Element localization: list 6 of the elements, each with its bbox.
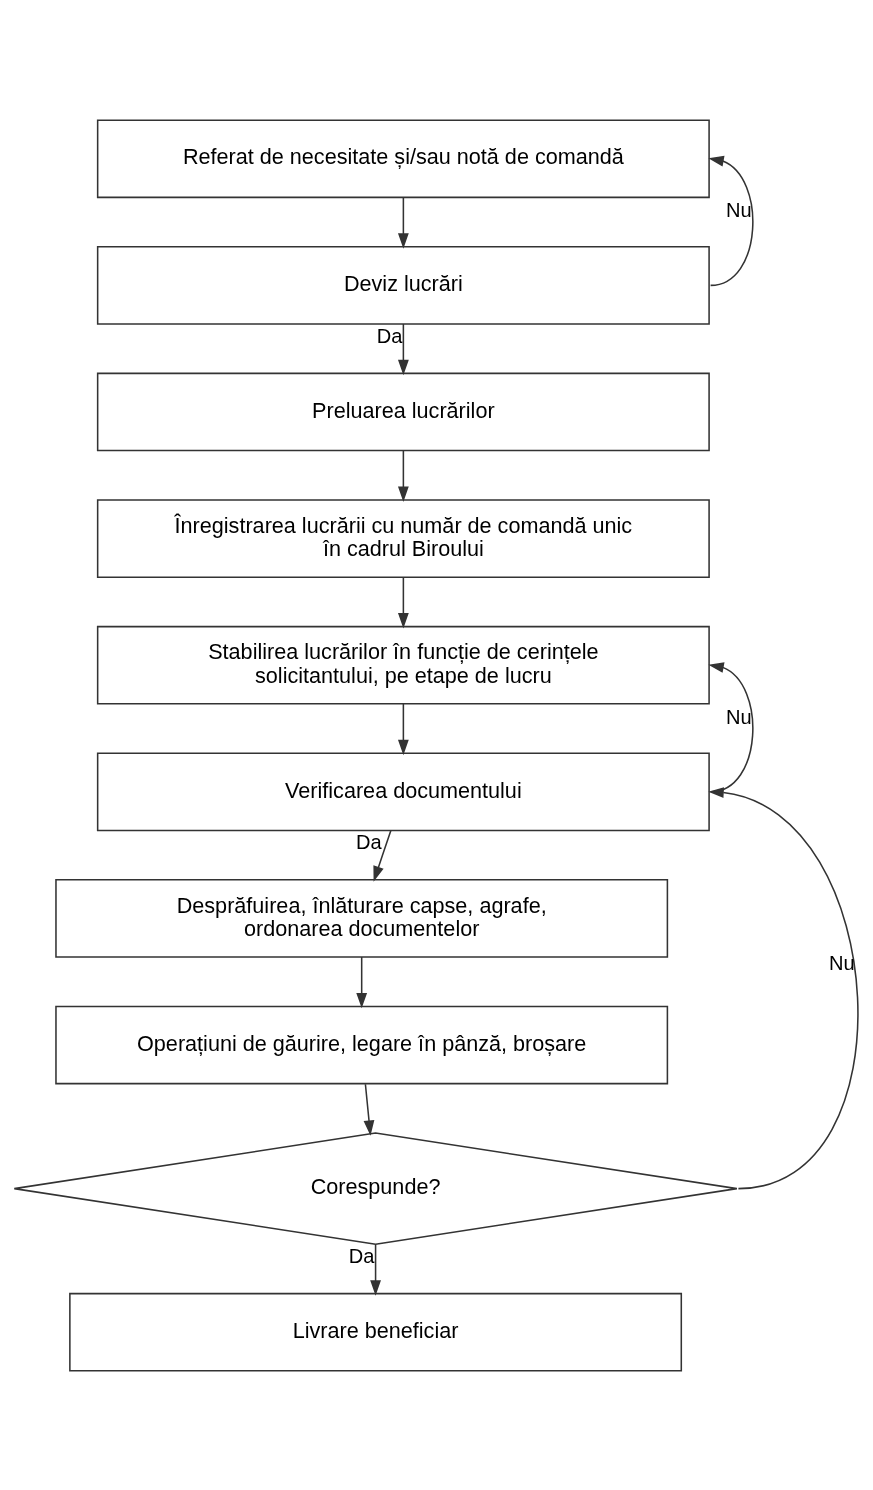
edge-label: Nu: [829, 951, 855, 974]
edge-label: Da: [356, 830, 382, 853]
edge-label: Nu: [726, 198, 752, 221]
edge-label: Da: [376, 324, 403, 347]
edge-label: Nu: [726, 705, 752, 728]
edge-label: Da: [348, 1244, 375, 1267]
